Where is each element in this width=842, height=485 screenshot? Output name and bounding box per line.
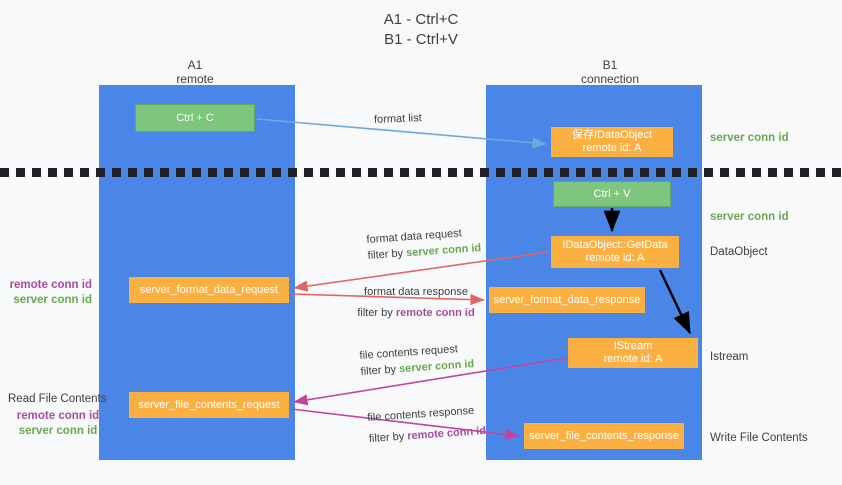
node-idataobject-getdata[interactable]: IDataObject::GetData remote id: A [551,236,679,268]
edge-format-data-response-filter-value: remote conn id [395,307,475,319]
node-getdata-line1: IDataObject::GetData [562,239,668,251]
lane-b1-name: B1 [602,58,618,72]
node-server-format-data-request-label: server_format_data_request [139,283,279,296]
node-istream-line1: IStream [613,340,653,352]
edge-file-contents-response-line1: file contents response [366,404,475,425]
edge-label-file-contents-request: file contents request filter by server c… [359,340,475,380]
edge-format-data-request-filter-value: server conn id [405,242,482,260]
node-ctrl-c[interactable]: Ctrl + C [135,104,255,132]
node-save-idataobject-line2: remote id: A [582,142,642,154]
node-getdata-line2: remote id: A [585,252,645,264]
node-istream-line2: remote id: A [603,353,663,365]
lane-a1-name: A1 [187,58,203,72]
label-remote-conn-id-2: remote conn id [16,410,100,422]
lane-a1-sub: remote [176,72,214,86]
edge-format-data-response-filter-prefix: filter by [357,307,396,319]
title-line-2: B1 - Ctrl+V [384,31,458,48]
edge-label-format-data-response: format data response filter by remote co… [336,284,496,321]
node-istream[interactable]: IStream remote id: A [568,338,698,368]
edge-format-data-response-line1: format data response [364,286,468,298]
node-server-file-contents-response-label: server_file_contents_response [529,429,679,442]
page-title: A1 - Ctrl+C B1 - Ctrl+V [0,10,842,50]
lane-b1-sub: connection [580,72,640,86]
node-ctrl-v-label: Ctrl + V [593,187,631,200]
label-remote-conn-id-1: remote conn id [9,279,92,291]
edge-format-data-request-filter-prefix: filter by [367,247,407,262]
label-server-conn-id-1: server conn id [710,132,789,144]
node-ctrl-v[interactable]: Ctrl + V [553,181,671,207]
node-server-format-data-response[interactable]: server_format_data_response [489,287,645,313]
edge-file-contents-request-filter-value: server conn id [398,358,475,376]
node-save-idataobject[interactable]: 保存IDataObject remote id: A [551,127,673,157]
label-server-conn-id-2: server conn id [710,211,789,223]
edge-label-format-list: format list [374,110,422,128]
label-server-conn-id-left-1: server conn id [13,294,92,306]
phase-divider [0,168,842,177]
node-server-file-contents-request[interactable]: server_file_contents_request [129,392,289,418]
lane-header-b1: B1 connection [530,58,690,86]
edge-label-format-list-text: format list [373,112,422,126]
edge-file-contents-response-filter-value: remote conn id [406,424,487,443]
edge-file-contents-response-filter: filter by remote conn id [368,423,486,447]
label-dataobject: DataObject [710,246,768,258]
edge-label-format-data-request: format data request filter by server con… [366,224,482,264]
node-save-idataobject-line1: 保存IDataObject [571,129,653,141]
label-istream: Istream [710,351,749,363]
edge-label-file-contents-response: file contents response filter by remote … [367,402,487,447]
title-line-1: A1 - Ctrl+C [383,11,459,28]
node-server-file-contents-response[interactable]: server_file_contents_response [524,423,684,449]
edge-file-contents-response-filter-prefix: filter by [368,430,408,446]
label-read-file-contents: Read File Contents [8,393,107,405]
label-server-conn-id-left-2: server conn id [18,425,98,437]
lane-header-a1: A1 remote [120,58,270,86]
label-conn-ids-format: remote conn id server conn id [8,278,92,308]
label-read-file-contents-group: Read File Contents remote conn id server… [8,392,108,439]
edge-file-contents-request-filter-prefix: filter by [360,363,400,378]
edge-format-data-response-filter: filter by remote conn id [336,305,496,321]
node-ctrl-c-label: Ctrl + C [176,111,214,124]
node-server-format-data-response-label: server_format_data_response [493,293,641,306]
node-server-file-contents-request-label: server_file_contents_request [138,398,280,411]
label-write-file-contents: Write File Contents [710,432,808,444]
node-server-format-data-request[interactable]: server_format_data_request [129,277,289,303]
